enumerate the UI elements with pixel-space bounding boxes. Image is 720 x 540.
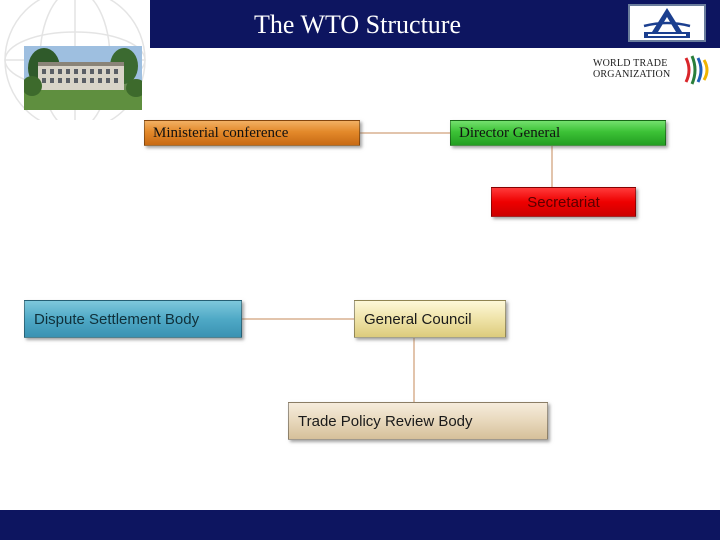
node-general-council: General Council [354,300,506,338]
node-dispute-settlement-body: Dispute Settlement Body [24,300,242,338]
wto-logo-line1: WORLD TRADE [593,58,668,69]
node-trade-policy-review-body: Trade Policy Review Body [288,402,548,440]
node-label: General Council [364,310,472,328]
node-secretariat: Secretariat [491,187,636,217]
node-director-general: Director General [450,120,666,146]
slide-title: The WTO Structure [254,10,461,39]
node-label: Director General [459,124,561,141]
wto-logo-line2: ORGANIZATION [593,69,671,80]
corporate-a-logo-icon [628,4,706,42]
footer-bar [0,510,720,540]
node-ministerial-conference: Ministerial conference [144,120,360,146]
node-label: Ministerial conference [153,124,289,141]
wto-building-photo [24,46,142,110]
title-bar [150,0,720,48]
wto-logo-text: WORLD TRADE ORGANIZATION [593,58,683,80]
node-label: Dispute Settlement Body [34,310,200,328]
node-label: Secretariat [527,193,600,211]
node-label: Trade Policy Review Body [298,412,473,430]
wto-emblem-icon [684,55,709,85]
